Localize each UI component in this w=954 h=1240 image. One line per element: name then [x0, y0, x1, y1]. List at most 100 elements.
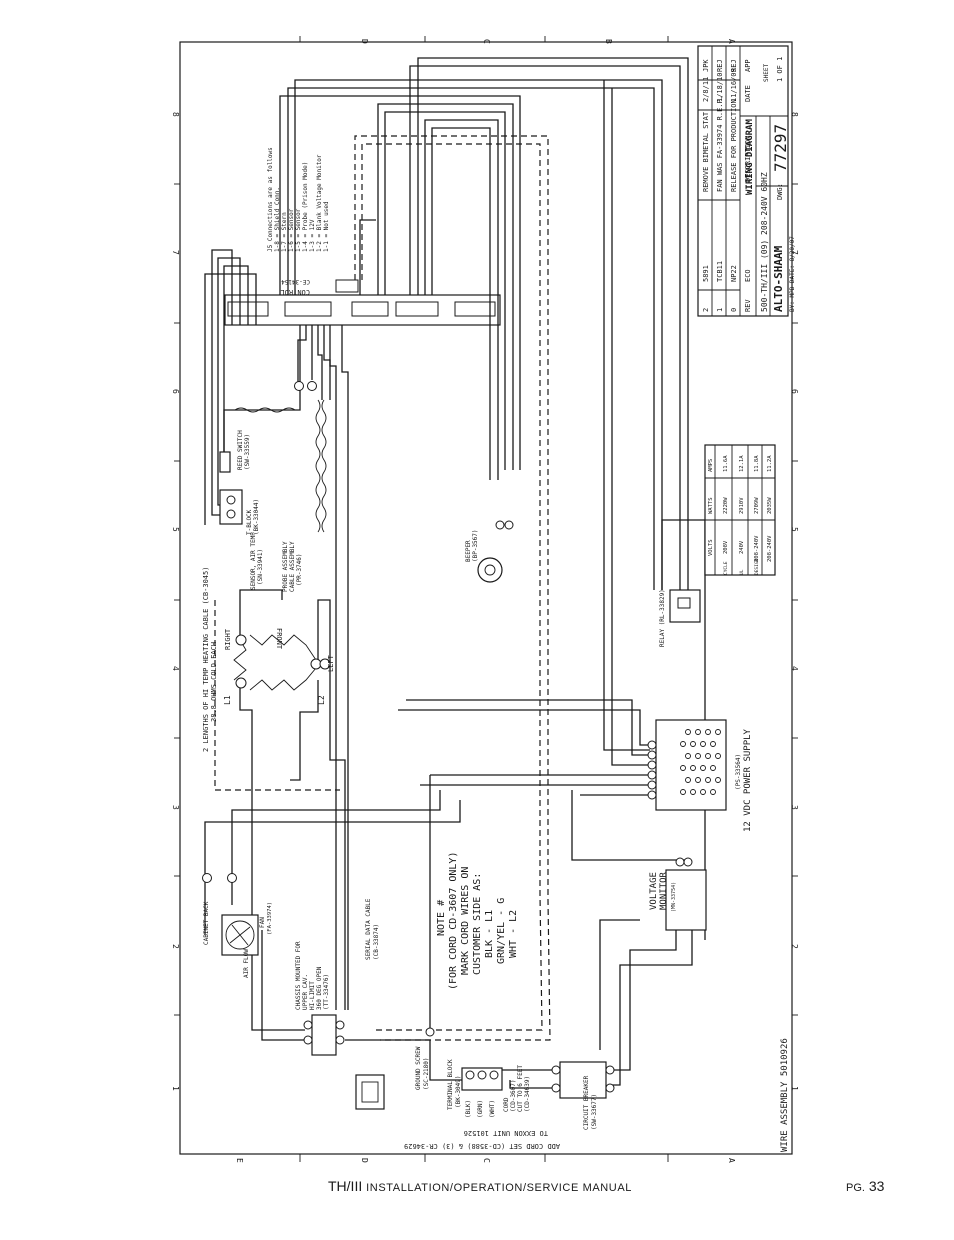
title-block: 2 5891 REMOVE BIMETAL STAT 2/8/11 JPK 1 … — [697, 45, 796, 317]
svg-text:RELAY (RL-33829): RELAY (RL-33829) — [659, 589, 666, 647]
manual-title: TH/III INSTALLATION/OPERATION/SERVICE MA… — [328, 1178, 632, 1194]
manual-title-text: INSTALLATION/OPERATION/SERVICE MANUAL — [366, 1182, 633, 1194]
svg-text:1/18/10: 1/18/10 — [716, 72, 724, 102]
heating-cable-ohms: 38.8 OHMS COLD EACH — [210, 642, 218, 722]
border-num-right-7: 7 — [790, 250, 799, 255]
svg-text:11.6A: 11.6A — [723, 455, 729, 472]
svg-text:REJ: REJ — [730, 59, 738, 72]
sheet-label: SHEET — [763, 64, 770, 82]
svg-text:SERIAL DATA CABLE: SERIAL DATA CABLE — [365, 898, 372, 960]
svg-text:APP: APP — [744, 59, 752, 72]
svg-text:RELEASE FOR PRODUCTION: RELEASE FOR PRODUCTION — [730, 99, 738, 192]
border-top-ticks: D C B A — [299, 36, 736, 44]
page-number-value: 33 — [868, 1178, 885, 1194]
revision-row-2: 2 5891 REMOVE BIMETAL STAT 2/8/11 JPK — [702, 59, 710, 312]
svg-text:VOLTAGE: VOLTAGE — [649, 872, 659, 910]
svg-text:MARK CORD WIRES ON: MARK CORD WIRES ON — [460, 867, 471, 975]
svg-text:JPK: JPK — [702, 59, 710, 72]
fan: CABINET BACK FAN (FA-33974) AIR FLOW — [203, 901, 273, 978]
svg-text:REMOVE BIMETAL STAT: REMOVE BIMETAL STAT — [702, 111, 710, 192]
border-num-right-3: 3 — [790, 805, 799, 810]
terminal-block: TERMINAL BLOCK (BK-3049) (BLK) (GRN) (WH… — [447, 1059, 503, 1118]
ground-screw: GROUND SCREW (SC-2180) — [415, 1027, 435, 1090]
svg-text:CABLE ASSEMBLY: CABLE ASSEMBLY — [289, 541, 296, 592]
svg-text:VOLTS: VOLTS — [708, 539, 714, 556]
svg-text:(TT-33476): (TT-33476) — [323, 974, 330, 1010]
svg-text:MONITOR: MONITOR — [659, 871, 669, 910]
add-cord-set-label: ADD CORD SET (CD-3588) & (3) CR-34629 — [404, 1142, 560, 1150]
svg-text:SENSOR, AIR TEMP: SENSOR, AIR TEMP — [250, 532, 257, 590]
svg-text:FAN WAS FA-33974 R.E.P.: FAN WAS FA-33974 R.E.P. — [716, 95, 724, 192]
border-num-right-6: 6 — [790, 389, 799, 394]
t-block: T-BLOCK (BK-33044) — [219, 489, 260, 535]
right-label: RIGHT — [224, 628, 232, 650]
svg-text:2910V: 2910V — [739, 497, 745, 514]
svg-text:(PS-33564): (PS-33564) — [735, 754, 742, 790]
front-label: FRONT — [275, 628, 283, 650]
svg-text:CABINET BACK: CABINET BACK — [203, 901, 210, 945]
manual-title-model: TH/III — [328, 1178, 363, 1194]
svg-text:REV: REV — [744, 299, 752, 312]
svg-text:11.2A: 11.2A — [767, 455, 773, 472]
svg-text:REED SWITCH: REED SWITCH — [237, 430, 244, 470]
page-prefix: PG. — [846, 1182, 865, 1194]
border-num-right-1: 1 — [790, 1086, 799, 1091]
svg-text:DESIGN: DESIGN — [754, 558, 760, 575]
left-label: LEFT — [327, 654, 335, 672]
svg-text:208V: 208V — [723, 540, 729, 554]
heating-cable: FRONT RIGHT LEFT L1 L2 2 LENGTHS OF HI T… — [202, 567, 335, 752]
border-num-left-3: 3 — [171, 805, 180, 810]
svg-text:208-240V: 208-240V — [767, 535, 773, 562]
svg-text:1-7 = Stern: 1-7 = Stern — [281, 212, 288, 252]
svg-text:UL: UL — [739, 569, 745, 575]
border-num-left-1: 1 — [171, 1086, 180, 1091]
svg-text:FAN: FAN — [259, 917, 266, 928]
border-num-left-7: 7 — [171, 250, 180, 255]
terminal-circle — [319, 658, 331, 670]
svg-text:CYCLE: CYCLE — [723, 561, 729, 575]
svg-text:(SN-33941): (SN-33941) — [257, 549, 264, 585]
svg-text:360 DEG OPEN: 360 DEG OPEN — [316, 966, 323, 1010]
border-num-left-4: 4 — [171, 666, 180, 671]
svg-text:1: 1 — [716, 308, 724, 312]
svg-text:DATE: DATE — [744, 85, 752, 102]
border-letter-bottom-e: E — [235, 1158, 244, 1163]
svg-text:DESCRIPTION: DESCRIPTION — [744, 136, 752, 182]
wire-assembly-label: WIRE ASSEMBLY 5010926 — [780, 1038, 790, 1152]
svg-text:1-8 = Shield Conn.: 1-8 = Shield Conn. — [274, 187, 281, 252]
revision-header-row: REV ECO DESCRIPTION DATE APP — [744, 59, 752, 312]
exxon-label: TO EXXON UNIT 101526 — [464, 1129, 548, 1137]
svg-text:CORD: CORD — [503, 1097, 510, 1112]
volts-table: VOLTS WATTS AMPS 208V 2220W 11.6A 240V 2… — [704, 444, 776, 576]
page-number: PG. 33 — [846, 1178, 884, 1194]
svg-text:(SW-33559): (SW-33559) — [244, 434, 251, 470]
border-left-numbers: 1 2 3 4 5 6 7 8 — [171, 112, 180, 1091]
diagram-title: WIRING DIAGRAM — [745, 119, 755, 195]
svg-text:BLK - L1: BLK - L1 — [484, 910, 495, 958]
border-letter-top-c: C — [482, 39, 491, 44]
svg-text:NOTE #: NOTE # — [436, 900, 447, 936]
svg-text:(BK-33044): (BK-33044) — [253, 499, 260, 535]
drawn-by: BY: MPB DATE: 8/20/07 — [789, 236, 796, 312]
heater-enclosure — [214, 600, 340, 791]
hi-limit-thermostat: CHASSIS MOUNTED FOR UPPER CAV. HI-LIMIT … — [295, 941, 345, 1056]
l2-label: L2 — [317, 695, 326, 705]
svg-text:2035W: 2035W — [767, 497, 773, 514]
border-letter-top-d: D — [360, 39, 369, 44]
probe-assembly: PROBE ASSEMBLY CABLE ASSEMBLY (PR-3746) — [282, 541, 303, 592]
power-cord: CORD (CD-3607) CUT TO 6 FEET (CD-34639) — [503, 1065, 531, 1112]
svg-text:2709W: 2709W — [754, 497, 760, 514]
svg-text:ECO: ECO — [744, 269, 752, 282]
svg-text:208-240V: 208-240V — [754, 535, 760, 562]
svg-text:J5 Connections are as follows: J5 Connections are as follows — [267, 147, 274, 252]
border-num-right-2: 2 — [790, 944, 799, 949]
svg-text:NP22: NP22 — [730, 265, 738, 282]
voltage-monitor: VOLTAGE MONITOR (MN-33754) — [649, 857, 707, 931]
brand-logo: ALTO-SHAAM — [772, 245, 785, 312]
svg-text:AIR FLOW: AIR FLOW — [243, 949, 250, 978]
svg-text:T-BLOCK: T-BLOCK — [246, 509, 253, 535]
svg-text:(CD-34639): (CD-34639) — [524, 1076, 531, 1112]
border-num-right-5: 5 — [790, 527, 799, 532]
